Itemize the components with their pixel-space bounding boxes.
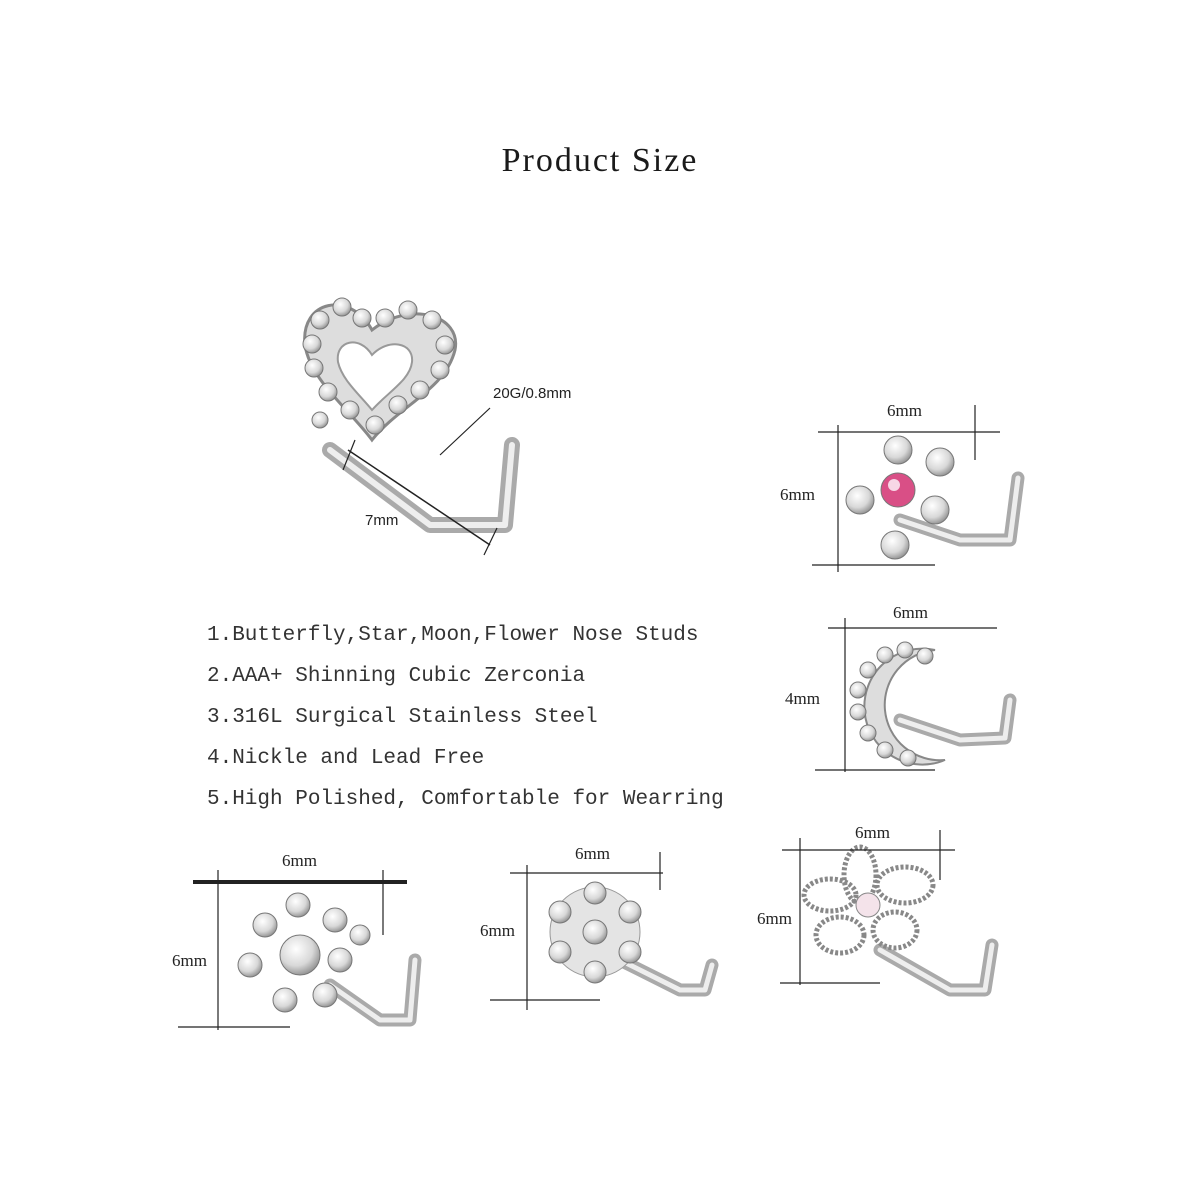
moon-stud: 6mm 4mm [785, 603, 1017, 772]
moon-width-label: 6mm [893, 603, 928, 622]
snowflake-width-label: 6mm [575, 844, 610, 863]
cluster-stud: 6mm 6mm [172, 851, 422, 1030]
page-title: Product Size [501, 142, 699, 179]
feature-list: 1.Butterfly,Star,Moon,Flower Nose Studs … [207, 624, 724, 829]
heart-gauge-label: 20G/0.8mm [493, 385, 571, 402]
heart-stud: 20G/0.8mm 7mm [302, 297, 571, 556]
flower-width-label: 6mm [855, 823, 890, 842]
snowflake-stud: 6mm 6mm [480, 844, 719, 1010]
feature-item: 3.316L Surgical Stainless Steel [207, 706, 598, 729]
feature-item: 4.Nickle and Lead Free [207, 747, 485, 770]
cluster-width-label: 6mm [282, 851, 317, 870]
feature-item: 1.Butterfly,Star,Moon,Flower Nose Studs [207, 624, 699, 647]
star-width-label: 6mm [887, 401, 922, 420]
star-height-label: 6mm [780, 485, 815, 504]
heart-length-label: 7mm [365, 512, 398, 529]
moon-height-label: 4mm [785, 689, 820, 708]
snowflake-height-label: 6mm [480, 921, 515, 940]
feature-item: 2.AAA+ Shinning Cubic Zerconia [207, 665, 586, 688]
cluster-height-label: 6mm [172, 951, 207, 970]
flower-height-label: 6mm [757, 909, 792, 928]
feature-item: 5.High Polished, Comfortable for Wearrin… [207, 788, 724, 811]
star-stud: 6mm 6mm [780, 401, 1025, 572]
flower-stud: 6mm 6mm [757, 823, 999, 997]
